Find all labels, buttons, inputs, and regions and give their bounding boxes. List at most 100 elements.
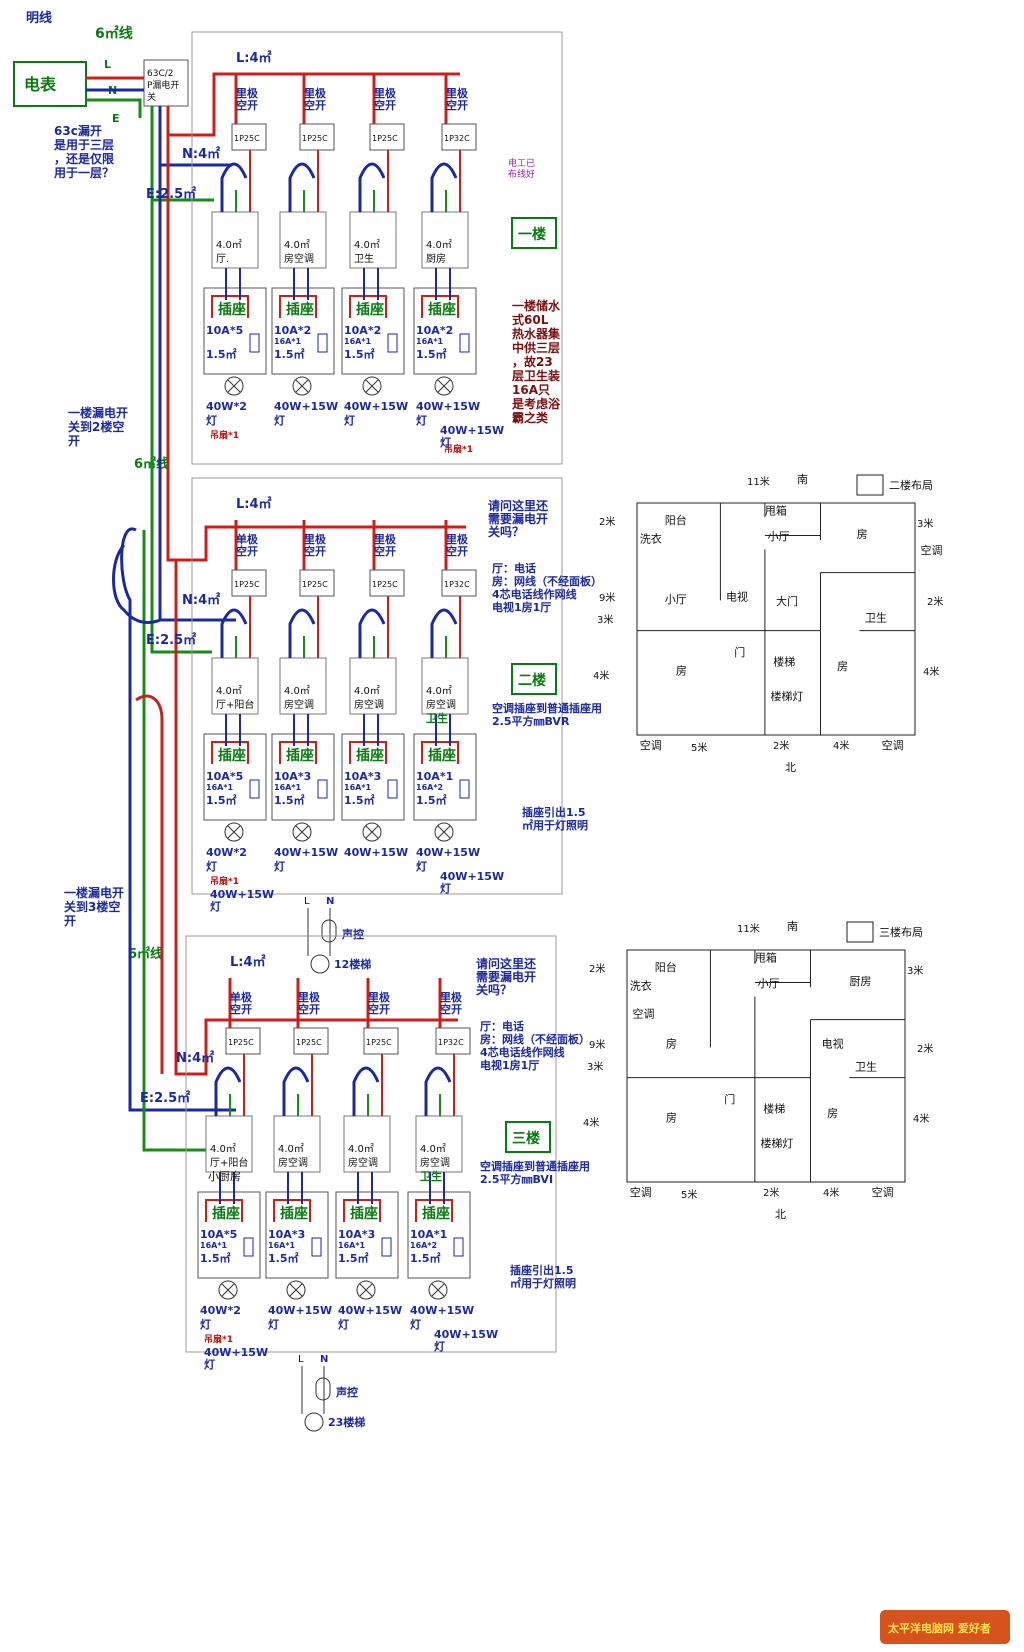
dim-r3: 4米: [923, 665, 939, 678]
breaker-box: [441, 123, 477, 151]
socket-spec: 10A*5: [206, 324, 243, 337]
breaker-box: [225, 1027, 261, 1055]
l-wire-label: L:4㎡: [236, 496, 272, 512]
sound-switch-label: 声控: [341, 927, 364, 941]
dim-l3: 3米: [587, 1060, 603, 1073]
breaker-title: 里极空开: [368, 990, 391, 1016]
dim-r3: 4米: [913, 1112, 929, 1125]
main-breaker-box: [143, 59, 189, 107]
socket-panel: [203, 287, 267, 375]
junction-name: 厨房: [426, 252, 446, 265]
floors: L:4㎡N:4㎡E:2.5㎡1P25C里极空开4.0㎡厅.插座10A*51.5㎡…: [140, 31, 602, 1432]
switch-icon: [311, 1237, 322, 1257]
lamp-icon: [428, 1280, 448, 1300]
lamp-extra: 40W+15W: [204, 1346, 268, 1359]
room-fang1: 房: [857, 528, 868, 541]
dim-r1: 3米: [907, 964, 923, 977]
neutral-arch: [288, 162, 316, 212]
junction-box: [421, 211, 469, 269]
switch-icon: [453, 1237, 464, 1257]
room-weisheng: 卫生: [865, 610, 887, 624]
junction-spec: 4.0㎡: [216, 239, 242, 251]
room-fang1: 房: [666, 1037, 677, 1050]
lamp-label: 灯: [274, 859, 285, 873]
socket-sub: 16A*1: [416, 337, 444, 346]
lamp-icon: [362, 376, 382, 396]
socket-feed: [363, 714, 379, 746]
neutral-arch: [220, 162, 248, 212]
breaker-title: 里极空开: [298, 990, 321, 1016]
lamp-label: 灯: [274, 413, 285, 427]
info-line: 房：网线（不经面板）: [480, 1032, 590, 1046]
socket-label: 插座: [350, 1205, 378, 1222]
socket-sub: 16A*2: [416, 783, 443, 792]
neutral-arch: [288, 608, 316, 658]
lamp-label: 灯: [416, 859, 427, 873]
junction-name: 房空调: [284, 252, 314, 265]
socket-panel: [203, 733, 267, 821]
breaker-label: 1P25C: [302, 580, 328, 589]
stair-lamp-icon: [310, 954, 330, 974]
socket-label: 插座: [356, 301, 384, 318]
main-trunk-wires: [86, 72, 466, 1152]
lamp-spec: 40W+15W: [416, 846, 480, 859]
info-line: 电视1房1厅: [492, 600, 551, 614]
junction-name: 卫生: [354, 252, 374, 265]
neutral-arch: [424, 1066, 452, 1116]
dim-l2: 9米: [589, 1038, 605, 1051]
lamp-icon: [286, 1280, 306, 1300]
lamp-extra-label: 灯: [210, 899, 221, 913]
leakage-question: 请问这里还需要漏电开关吗？: [476, 956, 537, 997]
floor-3: L:4㎡N:4㎡E:2.5㎡1P25C单极空开4.0㎡厅+阳台插座10A*516…: [140, 935, 590, 1432]
junction-spec: 4.0㎡: [354, 239, 380, 251]
l-wire-label: L:4㎡: [230, 954, 266, 970]
floor-tag-box: [511, 663, 557, 695]
junction-name: 房空调: [284, 698, 314, 711]
socket-loop: [279, 295, 317, 318]
wei-label: 卫生: [426, 711, 448, 725]
junction-spec: 4.0㎡: [426, 685, 452, 697]
room-xiyi: 洗衣: [630, 978, 652, 992]
breaker-title: 里极空开: [446, 86, 469, 112]
dim-b2: 2米: [773, 739, 789, 752]
floor-tag-box: [505, 1121, 551, 1153]
junction-box: [349, 657, 397, 715]
lamp-spec: 40W+15W: [268, 1304, 332, 1317]
junction-spec: 4.0㎡: [210, 1143, 236, 1155]
socket-label: 插座: [428, 301, 456, 318]
switch-icon: [387, 333, 398, 353]
lamp-extra: 40W+15W: [210, 888, 274, 901]
socket-label: 插座: [428, 747, 456, 764]
neutral-arch: [430, 608, 458, 658]
lamp-label: 灯: [268, 1317, 279, 1331]
room-kongtiao2: 空调: [640, 738, 662, 752]
lamp-extra-label: 灯: [440, 881, 451, 895]
breaker-title: 里极空开: [440, 990, 463, 1016]
breaker-title: 里极空开: [304, 86, 327, 112]
dim-l1: 2米: [599, 515, 615, 528]
socket-spec: 10A*5: [200, 1228, 237, 1241]
compass-north: 北: [775, 1208, 786, 1221]
room-xiyi: 洗衣: [640, 531, 662, 545]
room-louti: 楼梯: [773, 654, 795, 668]
kitchen-label: 小厨房: [208, 1170, 241, 1183]
l-label: L: [104, 58, 111, 71]
switch-icon: [459, 333, 470, 353]
socket-label: 插座: [280, 1205, 308, 1222]
room-xiaoting1: 小厅: [768, 530, 790, 543]
junction-name: 房空调: [354, 698, 384, 711]
stair-wires: [301, 1366, 325, 1414]
lamp-extra: 40W+15W: [440, 870, 504, 883]
socket-sub: 16A*1: [344, 783, 372, 792]
lamp-spec: 40W+15W: [344, 846, 408, 859]
socket-wire: 1.5㎡: [206, 793, 237, 807]
socket-loop: [349, 295, 387, 318]
junction-name: 房空调: [420, 1156, 450, 1169]
breaker-label: 1P25C: [372, 580, 398, 589]
switch-icon: [317, 779, 328, 799]
socket-panel: [341, 733, 405, 821]
socket-sub: 16A*1: [200, 1241, 228, 1250]
